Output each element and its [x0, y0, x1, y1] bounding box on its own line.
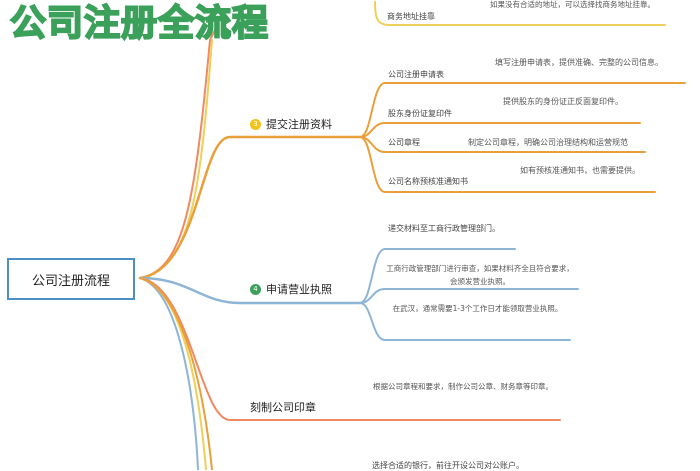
- item-label: 股东身份证复印件: [388, 109, 452, 118]
- seal-node[interactable]: 刻制公司印章: [250, 401, 316, 414]
- step3-node[interactable]: 3 提交注册资料: [250, 116, 332, 132]
- item-desc: 在武汉，通常需要1-3个工作日才能领取营业执照。: [392, 304, 563, 313]
- item-desc: 如有预核准通知书，也需要提供。: [520, 166, 640, 175]
- step4-node[interactable]: 4 申请营业执照: [250, 281, 332, 297]
- step4-label: 申请营业执照: [266, 283, 332, 296]
- item-desc: 填写注册申请表，提供准确、完整的公司信息。: [495, 58, 663, 67]
- step-number-icon: 3: [250, 118, 261, 130]
- item-label: 公司注册申请表: [388, 70, 444, 79]
- item-desc: 递交材料至工商行政管理部门。: [388, 224, 500, 233]
- item-desc: 提供股东的身份证正反面复印件。: [503, 97, 623, 106]
- item-desc: 制定公司章程，明确公司治理结构和运营规范: [468, 138, 628, 147]
- step-number-icon: 4: [250, 283, 261, 295]
- branch-desc: 如果没有合适的地址，可以选择找商务地址挂靠。: [490, 0, 655, 9]
- item-label: 公司名称预核准通知书: [388, 177, 468, 186]
- step3-label: 提交注册资料: [266, 118, 332, 131]
- root-node[interactable]: 公司注册流程: [7, 258, 135, 300]
- branch-label: 商务地址挂靠: [387, 12, 435, 21]
- item-label: 公司章程: [388, 138, 420, 147]
- item-desc: 工商行政管理部门进行审查，如果材料齐全且符合要求，会颁发营业执照。: [386, 264, 574, 286]
- item-desc: 选择合适的银行，前往开设公司对公账户。: [372, 461, 524, 470]
- item-desc: 根据公司章程和要求，制作公司公章、财务章等印章。: [373, 382, 553, 391]
- page-title: 公司注册全流程: [9, 2, 270, 45]
